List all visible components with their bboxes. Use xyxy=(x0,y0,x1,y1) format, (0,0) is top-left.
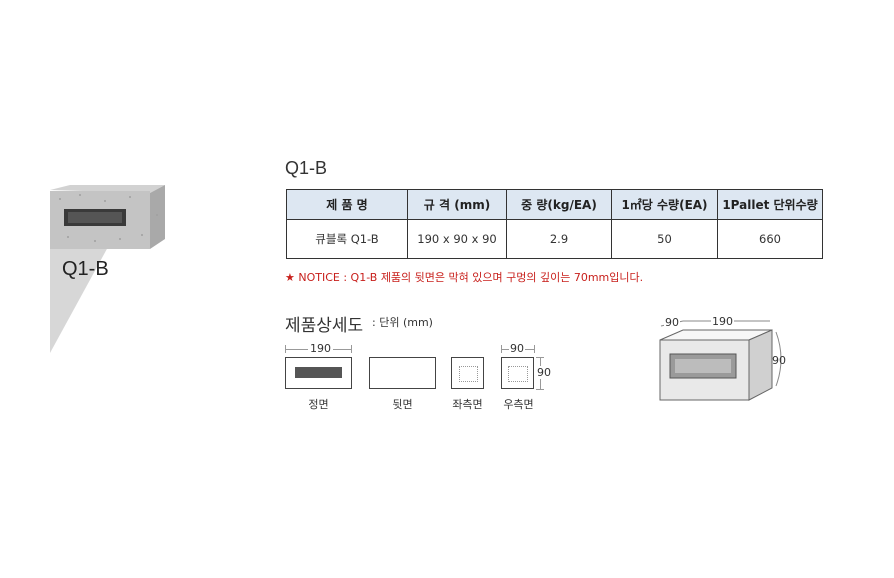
header-size: 규 격 (mm) xyxy=(407,189,507,220)
right-dim-tick-bottom xyxy=(536,389,544,390)
product-image xyxy=(50,165,175,355)
iso-dim-height: 90 xyxy=(772,354,786,367)
product-label: Q1-B xyxy=(62,258,109,280)
right-side-view xyxy=(501,357,534,389)
right-side-hole xyxy=(508,366,528,382)
iso-dim-length: 190 xyxy=(711,315,734,328)
front-slot xyxy=(295,367,342,378)
iso-dim-depth: 90 xyxy=(664,316,680,329)
table-row: 큐블록 Q1-B 190 x 90 x 90 2.9 50 660 xyxy=(286,219,823,259)
back-view xyxy=(369,357,436,389)
detail-title: 제품상세도 xyxy=(285,316,364,336)
header-weight: 중 량(kg/EA) xyxy=(506,189,612,220)
right-dim-width: 90 xyxy=(509,342,525,355)
page-title: Q1-B xyxy=(285,158,328,178)
header-qty-per-sqm: 1㎡당 수량(EA) xyxy=(611,189,718,220)
left-side-hole xyxy=(459,366,478,382)
cell-weight: 2.9 xyxy=(506,219,612,259)
table-header-row: 제 품 명 규 격 (mm) 중 량(kg/EA) 1㎡당 수량(EA) 1Pa… xyxy=(286,189,823,220)
cell-pallet-qty: 660 xyxy=(717,219,823,259)
isometric-drawing xyxy=(650,312,800,404)
spec-table: 제 품 명 규 격 (mm) 중 량(kg/EA) 1㎡당 수량(EA) 1Pa… xyxy=(286,189,823,259)
back-caption: 뒷면 xyxy=(392,398,413,411)
front-caption: 정면 xyxy=(308,398,329,411)
right-side-caption: 우측면 xyxy=(503,398,534,411)
right-dim-tick-right xyxy=(534,345,535,353)
left-side-view xyxy=(451,357,484,389)
header-pallet-qty: 1Pallet 단위수량 xyxy=(717,189,823,220)
left-side-caption: 좌측면 xyxy=(452,398,483,411)
cell-product-name: 큐블록 Q1-B xyxy=(286,219,408,259)
front-dim-label: 190 xyxy=(308,342,333,355)
detail-unit: : 단위 (mm) xyxy=(372,316,433,329)
cell-qty-per-sqm: 50 xyxy=(611,219,718,259)
front-dim-tick-right xyxy=(351,345,352,353)
front-view xyxy=(285,357,352,389)
right-dim-height: 90 xyxy=(537,366,551,379)
notice-text: ★ NOTICE : Q1-B 제품의 뒷면은 막혀 있으며 구멍의 깊이는 7… xyxy=(285,271,644,284)
header-product-name: 제 품 명 xyxy=(286,189,408,220)
cell-size: 190 x 90 x 90 xyxy=(407,219,507,259)
